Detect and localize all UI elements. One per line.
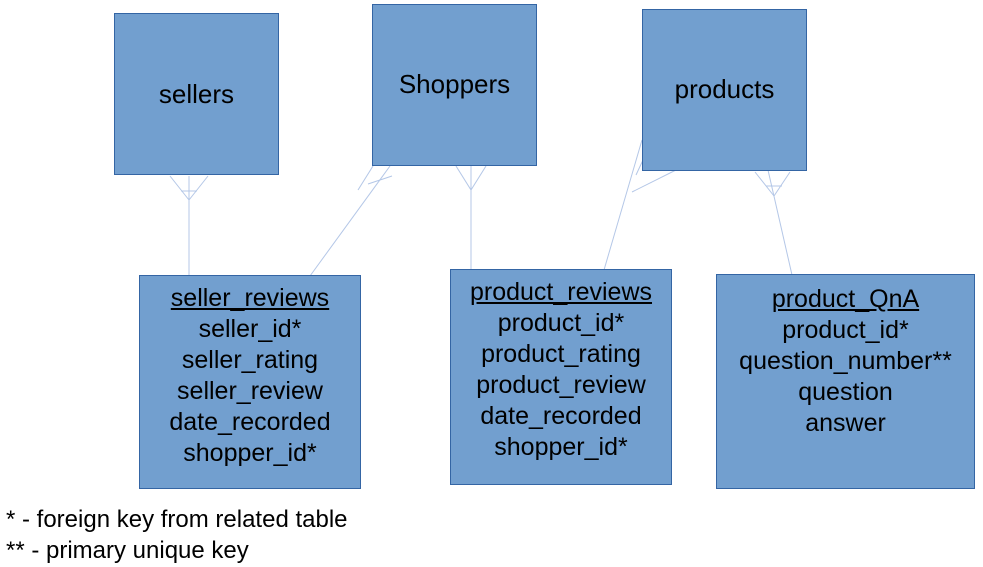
legend: * - foreign key from related table ** - …: [6, 504, 348, 566]
field-shopper-id: shopper_id*: [494, 433, 628, 461]
field-product-review: product_review: [476, 371, 646, 399]
field-seller-review: seller_review: [177, 377, 323, 405]
field-question: question: [798, 378, 893, 406]
table-seller-reviews-title: seller_reviews: [170, 284, 330, 312]
legend-foreign-key: * - foreign key from related table: [6, 506, 348, 533]
field-product-rating: product_rating: [481, 340, 641, 368]
connector-shoppers-seller-reviews: [309, 165, 393, 277]
table-product-qna[interactable]: product_QnA product_id* question_number*…: [716, 274, 975, 489]
table-product-reviews-title: product_reviews: [469, 278, 653, 306]
field-shopper-id: shopper_id*: [183, 439, 317, 467]
legend-primary-key: ** - primary unique key: [6, 537, 249, 564]
entity-shoppers[interactable]: Shoppers: [372, 4, 537, 166]
field-seller-rating: seller_rating: [181, 346, 319, 374]
field-date-recorded: date_recorded: [169, 408, 331, 436]
entity-products-label: products: [674, 74, 775, 104]
entity-sellers[interactable]: sellers: [114, 13, 279, 175]
table-product-reviews[interactable]: product_reviews product_id* product_rati…: [450, 269, 672, 485]
entity-shoppers-label: Shoppers: [398, 69, 511, 99]
connector-sellers-seller-reviews: [169, 175, 209, 276]
field-product-id: product_id*: [782, 316, 909, 344]
connector-products-product-qna: [754, 169, 793, 276]
field-question-number: question_number**: [739, 347, 952, 375]
entity-sellers-label: sellers: [158, 78, 235, 109]
table-seller-reviews[interactable]: seller_reviews seller_id* seller_rating …: [139, 275, 361, 489]
field-answer: answer: [805, 409, 886, 437]
connector-shoppers-product-reviews: [455, 164, 487, 270]
entity-products[interactable]: products: [642, 9, 807, 171]
field-product-id: product_id*: [497, 309, 625, 337]
field-date-recorded: date_recorded: [480, 402, 642, 430]
field-seller-id: seller_id*: [198, 315, 302, 343]
table-product-qna-title: product_QnA: [771, 285, 920, 313]
